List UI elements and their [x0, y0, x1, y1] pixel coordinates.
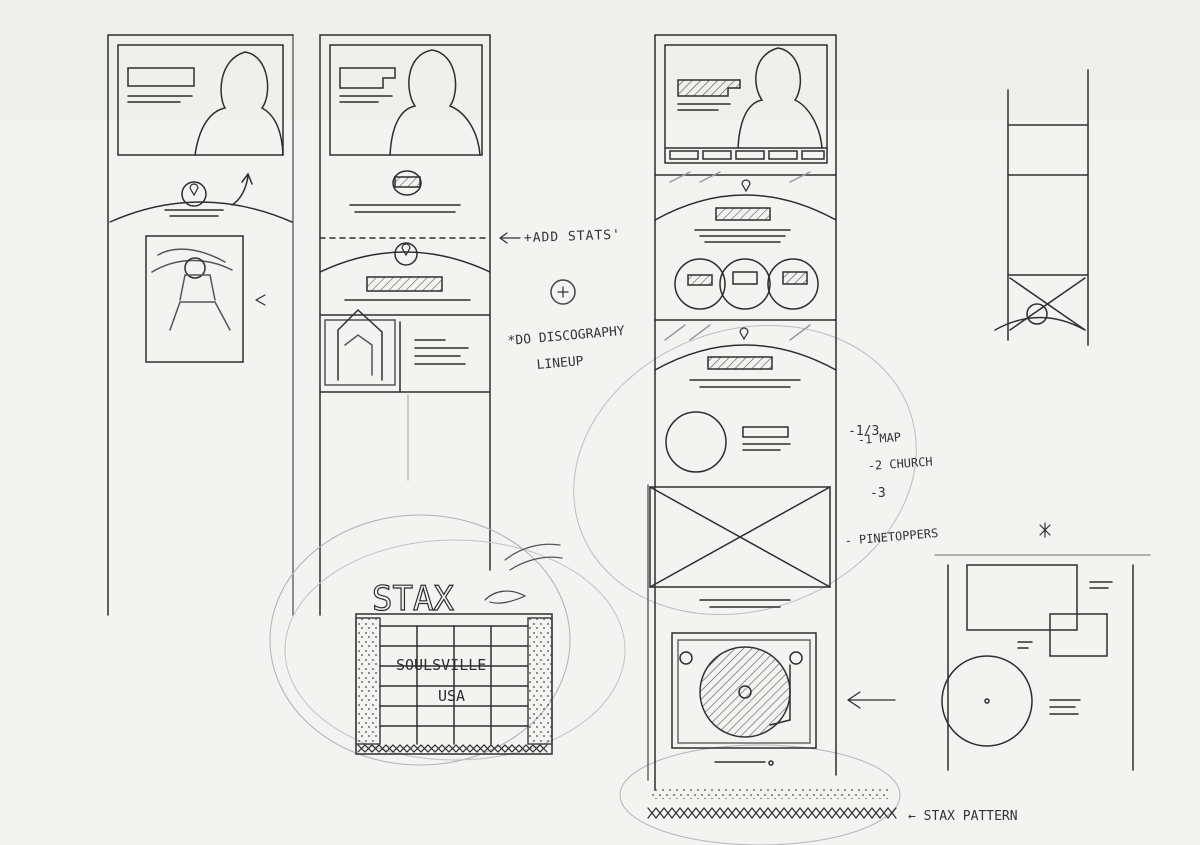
- location-pin-icon: [741, 179, 751, 193]
- desktop-layout-sketch: [934, 522, 1151, 771]
- stax-pattern-sketch: [647, 787, 897, 819]
- annotation-lineup: LINEUP: [536, 354, 584, 373]
- annotation-add-stats: +ADD STATS': [524, 228, 622, 246]
- annotation-church: -2 CHURCH: [867, 454, 933, 473]
- placeholder-image-icon: [649, 486, 831, 588]
- location-pin-icon: [394, 242, 418, 266]
- location-pin-icon: [181, 181, 207, 207]
- wireframe-column-1: [107, 34, 294, 616]
- annotation-stax-pattern: ← STAX PATTERN: [908, 809, 1018, 824]
- stax-marquee-sketch: [355, 590, 553, 755]
- arrow-icon: [847, 691, 896, 709]
- marquee-line-1: SOULSVILLE: [396, 656, 486, 674]
- wireframe-column-4: [994, 69, 1089, 346]
- arrow-icon: [499, 232, 521, 244]
- marquee-line-2: USA: [438, 687, 465, 705]
- arrow-icon: [231, 172, 253, 206]
- location-pin-icon: [739, 327, 749, 341]
- wireframe-column-2: [319, 34, 491, 616]
- annotation-3: -3: [870, 486, 886, 501]
- wireframe-column-3: [647, 34, 897, 819]
- marquee-logo: STAX: [372, 579, 454, 619]
- plus-icon: [550, 279, 576, 305]
- annotation-1-3: -1/3: [848, 424, 879, 439]
- turntable-icon: [671, 632, 817, 749]
- annotation-map: -1 MAP: [857, 430, 901, 447]
